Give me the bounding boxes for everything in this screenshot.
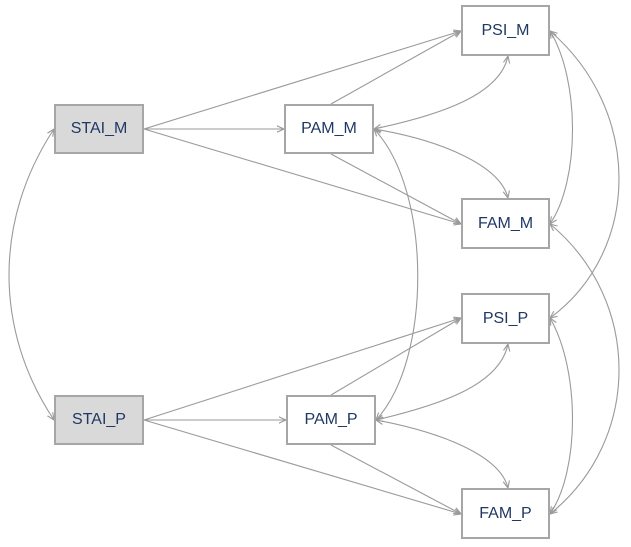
- cov-psi_p-fam_p: [550, 318, 573, 514]
- path-pam_m-psi_m: [330, 31, 461, 105]
- cov-pam_p-fam_p: [376, 420, 508, 488]
- path-stai_p-psi_p: [143, 318, 461, 421]
- path-stai_p-fam_p: [143, 419, 461, 514]
- node-stai-m: STAI_M: [54, 104, 144, 154]
- path-pam_p-fam_p: [330, 444, 461, 514]
- node-stai-p: STAI_P: [54, 395, 144, 445]
- path-pam_m-fam_m: [330, 153, 461, 224]
- cov-pam_m-fam_m: [374, 129, 508, 198]
- cov-psi_m-fam_m: [550, 31, 573, 224]
- node-pam-m: PAM_M: [284, 104, 374, 154]
- cov-pam_p-psi_p: [376, 344, 508, 420]
- cov-pam_m-pam_p: [374, 129, 419, 420]
- path-stai_m-psi_m: [143, 31, 461, 130]
- node-psi-p: PSI_P: [461, 293, 550, 344]
- node-psi-m: PSI_M: [461, 5, 550, 56]
- path-stai_m-fam_m: [143, 128, 461, 224]
- node-pam-p: PAM_P: [286, 395, 376, 445]
- cov-pam_m-psi_m: [374, 56, 508, 129]
- cov-stai_m-stai_p: [8, 129, 54, 420]
- cov-fam_m-fam_p: [550, 224, 620, 514]
- path-pam_p-psi_p: [330, 318, 461, 396]
- node-fam-m: FAM_M: [461, 198, 550, 249]
- node-fam-p: FAM_P: [461, 488, 550, 539]
- cov-psi_m-psi_p: [550, 31, 620, 318]
